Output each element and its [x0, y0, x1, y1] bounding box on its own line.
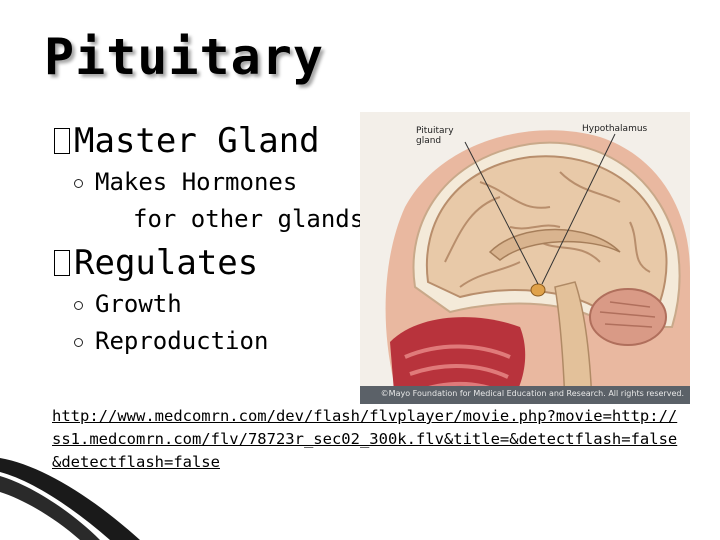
sub-bullet-reproduction: Reproduction	[74, 323, 268, 360]
bullet-box-icon	[54, 250, 70, 276]
sub-bullet-line: Reproduction	[95, 327, 269, 355]
brain-anatomy-image: Pituitary gland Hypothalamus ©Mayo Found…	[360, 112, 690, 404]
corner-decoration	[0, 458, 140, 540]
video-link[interactable]: http://www.medcomrn.com/dev/flash/flvpla…	[52, 407, 678, 471]
bullet-text: Regulates	[74, 243, 259, 283]
bullet-text: Master Gland	[74, 121, 320, 161]
image-credit-strip: ©Mayo Foundation for Medical Education a…	[360, 386, 690, 404]
bullet-master-gland: Master Gland Makes Hormones for other gl…	[54, 124, 364, 238]
label-pituitary-gland: Pituitary gland	[416, 126, 454, 146]
bullet-regulates: Regulates Growth Reproduction	[54, 246, 268, 360]
ring-bullet-icon	[74, 179, 83, 188]
bullet-box-icon	[54, 128, 70, 154]
slide-title: Pituitary	[44, 28, 324, 86]
sub-bullet-growth: Growth	[74, 286, 268, 323]
sub-bullet-line: Makes Hormones	[95, 168, 298, 196]
sub-bullet-line: for other glands	[133, 205, 365, 233]
label-hypothalamus: Hypothalamus	[582, 124, 648, 134]
ring-bullet-icon	[74, 338, 83, 347]
sub-bullet-hormones: Makes Hormones for other glands	[74, 164, 364, 238]
sub-bullet-line: Growth	[95, 290, 182, 318]
image-credit: ©Mayo Foundation for Medical Education a…	[380, 389, 684, 398]
brain-illustration	[385, 130, 690, 404]
ring-bullet-icon	[74, 301, 83, 310]
